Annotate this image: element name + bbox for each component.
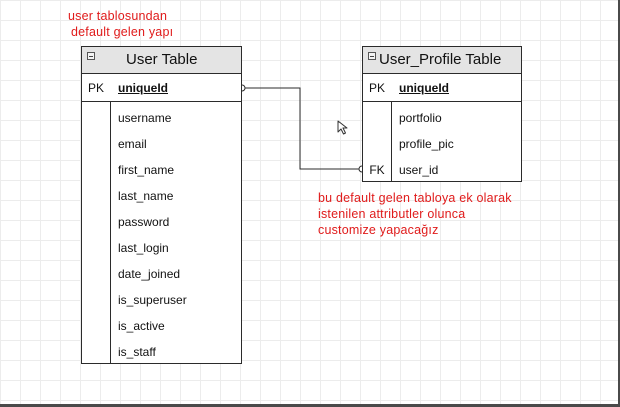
pk-label: PK (368, 81, 385, 95)
user-profile-table-title: User_Profile Table (379, 51, 502, 68)
field-row[interactable]: user_id (399, 163, 439, 177)
field-row[interactable]: profile_pic (399, 137, 454, 151)
user-table-title: User Table (126, 51, 198, 68)
collapse-icon[interactable] (87, 52, 95, 60)
pk-field: uniqueId (118, 81, 168, 95)
field-row[interactable]: password (118, 215, 170, 229)
user-profile-table[interactable]: User_Profile Table PK uniqueId portfolio… (362, 46, 522, 182)
field-row[interactable]: is_superuser (118, 293, 187, 307)
window-frame-bottom (0, 404, 620, 407)
collapse-icon[interactable] (368, 52, 376, 60)
field-row[interactable]: portfolio (399, 111, 442, 125)
annotation-line: istenilen attributler olunca (318, 207, 466, 221)
column-divider (110, 101, 111, 363)
user-profile-pk-row[interactable]: PK uniqueId (363, 74, 521, 102)
relation-line (242, 87, 362, 170)
annotation-line: user tablosundan (68, 9, 168, 23)
user-profile-table-header[interactable]: User_Profile Table (363, 47, 521, 74)
mouse-cursor-icon (337, 120, 348, 135)
window-frame-right (618, 0, 620, 407)
annotation-customize: bu default gelen tabloya ek olarak isten… (318, 190, 512, 238)
annotation-line: bu default gelen tabloya ek olarak (318, 191, 512, 205)
user-table[interactable]: User Table PK uniqueId username email fi… (81, 46, 242, 364)
user-table-pk-row[interactable]: PK uniqueId (82, 74, 241, 102)
field-row[interactable]: email (118, 137, 147, 151)
annotation-line: default gelen yapı (71, 25, 174, 39)
field-row[interactable]: is_staff (118, 345, 156, 359)
field-row[interactable]: date_joined (118, 267, 181, 281)
pk-field: uniqueId (399, 81, 449, 95)
annotation-line: customize yapacağız (318, 223, 439, 237)
user-table-header[interactable]: User Table (82, 47, 241, 74)
pk-label: PK (87, 81, 104, 95)
annotation-default-structure: user tablosundan default gelen yapı (68, 8, 173, 40)
field-row[interactable]: first_name (118, 163, 175, 177)
field-row[interactable]: last_name (118, 189, 174, 203)
field-row[interactable]: last_login (118, 241, 169, 255)
field-row[interactable]: is_active (118, 319, 165, 333)
field-row[interactable]: username (118, 111, 172, 125)
column-divider (391, 101, 392, 181)
fk-label: FK (369, 163, 385, 177)
